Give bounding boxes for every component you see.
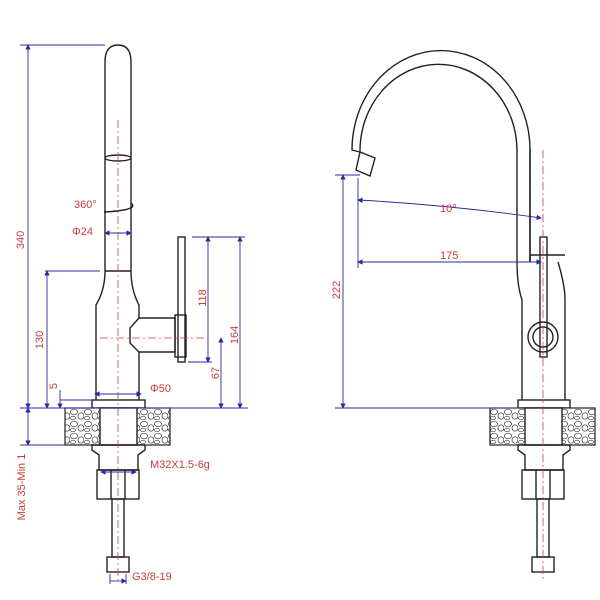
handle-lever bbox=[539, 236, 548, 358]
spout-angle-label: 10° bbox=[440, 203, 457, 215]
handle-lever bbox=[177, 236, 186, 363]
rotation-label: 360° bbox=[74, 199, 97, 211]
overall-lever-height-label: 164 bbox=[229, 326, 241, 344]
base-diameter-label: Φ50 bbox=[150, 383, 171, 395]
spout-height-label: 222 bbox=[331, 281, 343, 299]
counter-thickness-label: Max 35-Min 1 bbox=[16, 454, 28, 521]
spout-diameter-label: Φ24 bbox=[72, 226, 93, 238]
hose-connector-label: G3/8-19 bbox=[132, 571, 172, 583]
base-plate bbox=[517, 399, 571, 409]
base-plate bbox=[91, 399, 146, 409]
handle-axis-height-label: 67 bbox=[210, 367, 222, 379]
thread-size-label: M32X1.5-6g bbox=[150, 459, 210, 471]
body-height-label: 130 bbox=[34, 331, 46, 349]
spout-tube bbox=[104, 44, 132, 271]
spout-reach-label: 175 bbox=[440, 250, 458, 262]
handle-block bbox=[139, 317, 176, 353]
front-view: 222 175 10° bbox=[331, 49, 596, 580]
side-view: 340 360° Φ24 130 5 118 164 67 Φ50 Max 35… bbox=[15, 44, 248, 584]
height-total-label: 340 bbox=[15, 231, 27, 249]
mounting-nut bbox=[517, 444, 571, 471]
body bbox=[95, 270, 140, 402]
base-offset-label: 5 bbox=[48, 383, 60, 389]
gooseneck-spout bbox=[351, 49, 531, 262]
handle-height-label: 118 bbox=[197, 289, 209, 307]
mounting-nut bbox=[91, 444, 146, 471]
